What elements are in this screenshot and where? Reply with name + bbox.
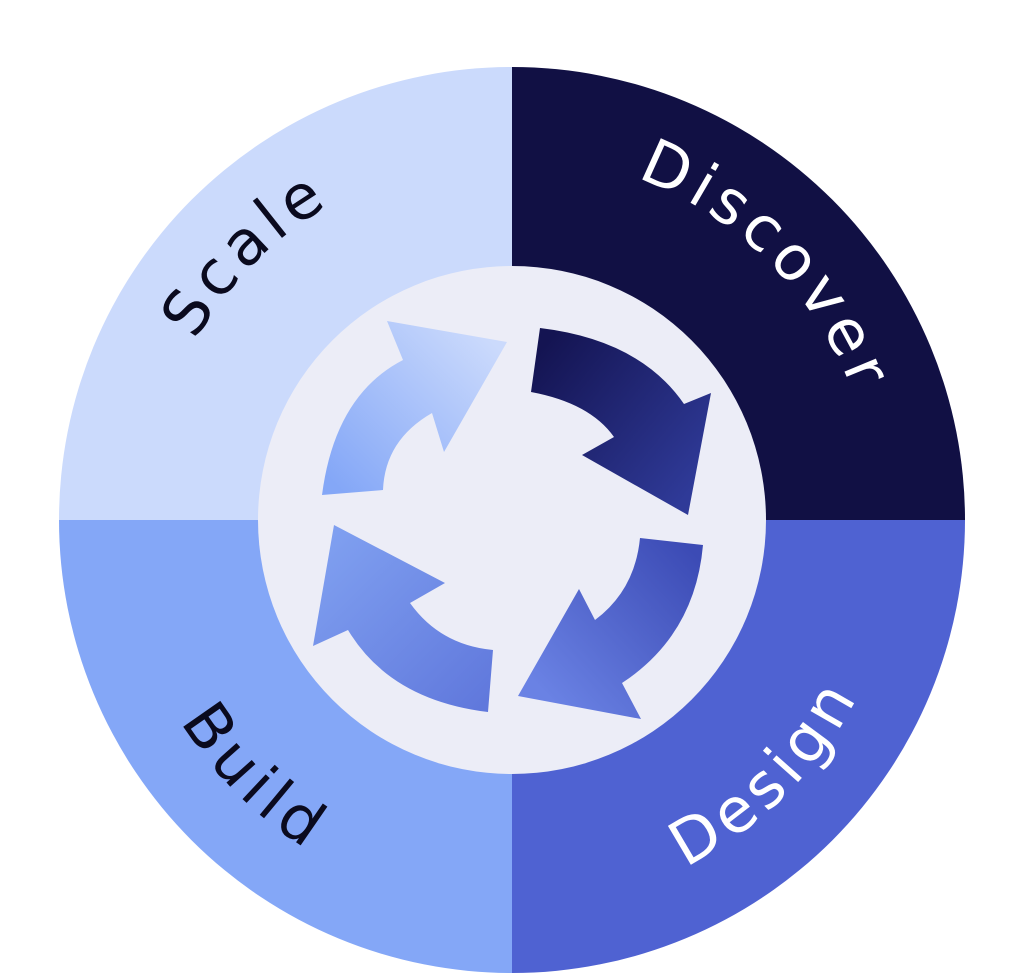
- arrow-build: [313, 525, 493, 712]
- hub-circle: [258, 266, 766, 774]
- arrow-discover: [531, 328, 711, 515]
- arrow-scale: [322, 321, 507, 495]
- cycle-arrows-icon: [313, 321, 711, 719]
- arrow-design: [518, 538, 703, 719]
